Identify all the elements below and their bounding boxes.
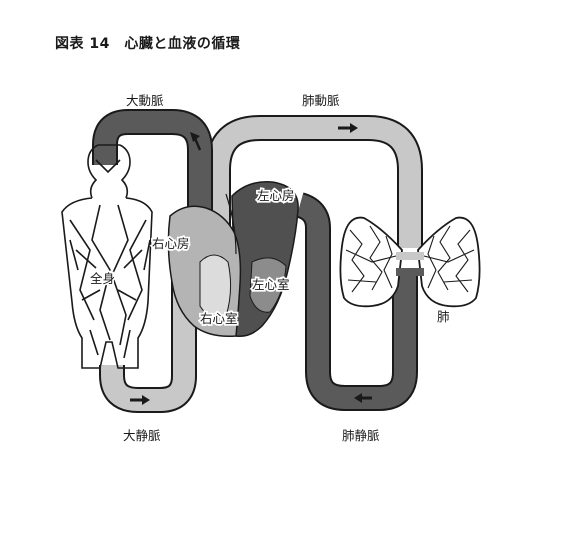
label-pulmonary-artery: 肺動脈 xyxy=(302,93,340,108)
label-whole-body: 全身 xyxy=(90,271,115,286)
label-left-atrium: 左心房 xyxy=(257,188,295,203)
pulmonary-artery-vessel xyxy=(205,115,423,262)
lungs xyxy=(339,216,481,308)
right-ventricle-chamber xyxy=(199,254,232,319)
label-right-ventricle: 右心室 xyxy=(200,311,238,326)
label-lungs: 肺 xyxy=(437,309,450,324)
left-ventricle-chamber xyxy=(249,257,287,313)
label-vena-cava: 大静脈 xyxy=(123,428,161,443)
flow-arrow-pulmonary-artery xyxy=(338,123,358,133)
body-vessel-network xyxy=(61,144,153,369)
label-aorta: 大動脈 xyxy=(126,93,164,108)
label-pulmonary-vein: 肺静脈 xyxy=(342,428,380,443)
pulmonary-vein-vessel xyxy=(295,192,418,411)
label-right-atrium: 右心房 xyxy=(152,236,190,251)
flow-arrow-aorta xyxy=(190,132,202,151)
figure-title: 図表 14 心臓と血液の循環 xyxy=(55,36,241,52)
flow-arrow-pulmonary-vein xyxy=(354,393,372,403)
heart xyxy=(167,181,299,338)
label-left-ventricle: 左心室 xyxy=(252,277,290,292)
flow-arrow-vena-cava xyxy=(130,395,150,405)
aorta-vessel xyxy=(92,109,213,210)
